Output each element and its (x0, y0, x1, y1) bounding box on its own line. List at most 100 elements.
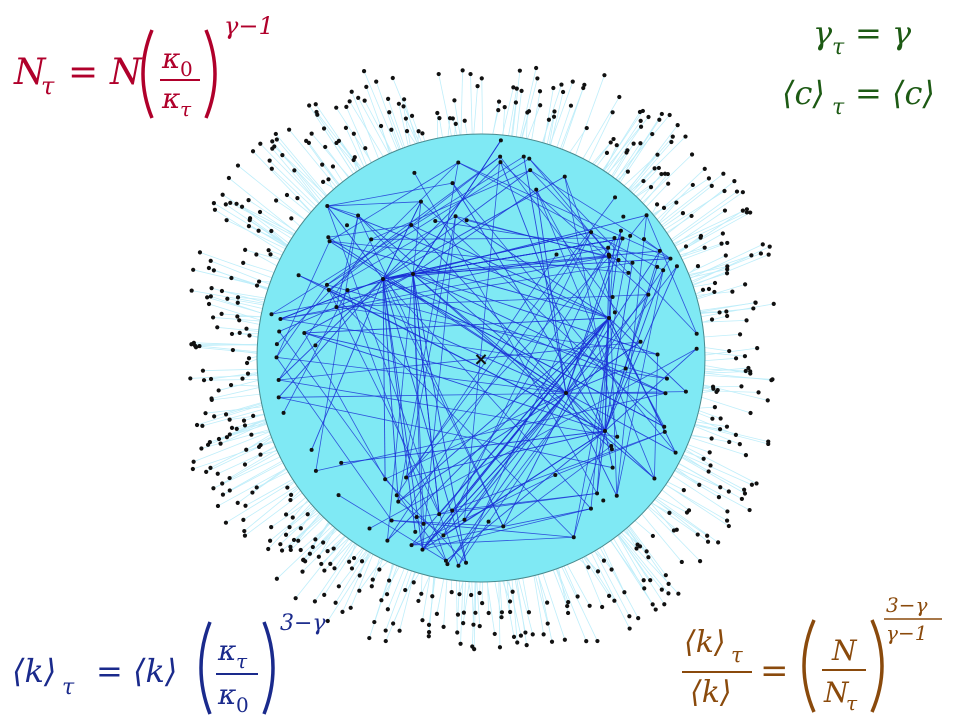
inner-node (626, 270, 631, 275)
outer-node (646, 114, 651, 120)
outer-node (640, 108, 645, 114)
outer-spoke (554, 563, 587, 642)
inner-node (269, 312, 274, 317)
outer-spoke (323, 539, 361, 596)
outer-node (309, 131, 314, 136)
outer-spoke (259, 211, 300, 239)
outer-node (549, 639, 555, 644)
inner-edge (280, 262, 633, 320)
outer-spoke (350, 548, 376, 608)
outer-spoke (579, 96, 620, 164)
inner-edge (382, 278, 467, 563)
inner-node (641, 237, 646, 242)
outer-spoke (498, 575, 501, 648)
outer-spoke (218, 378, 265, 391)
outer-spoke (422, 570, 432, 621)
outer-node (655, 152, 660, 157)
inner-node (616, 257, 621, 262)
outer-node (690, 182, 695, 188)
inner-edge (528, 158, 697, 335)
inner-edge (382, 278, 423, 550)
outer-node (258, 141, 263, 146)
outer-spoke (231, 419, 272, 429)
outer-node (256, 228, 261, 233)
outer-node (387, 110, 392, 115)
outer-node (319, 561, 324, 567)
outer-spoke (211, 393, 266, 401)
c-tau-rhs: = ⟨c⟩ (855, 74, 935, 112)
inner-node (309, 447, 314, 452)
outer-node (686, 508, 692, 513)
outer-node (609, 567, 614, 572)
outer-node (242, 533, 248, 538)
inner-node (498, 160, 503, 165)
outer-node (552, 109, 557, 114)
outer-node (755, 346, 760, 351)
outer-node (622, 590, 627, 595)
inner-edge (529, 169, 629, 274)
outer-node (707, 450, 712, 455)
inner-edge (382, 278, 592, 509)
ratio-right-paren (870, 619, 884, 713)
inner-edge (386, 273, 414, 541)
inner-node (339, 460, 344, 465)
outer-node (189, 342, 194, 347)
outer-spoke (659, 190, 725, 234)
outer-spoke (625, 520, 667, 576)
outer-node (710, 416, 715, 421)
inner-node (385, 538, 390, 543)
outer-node (634, 546, 639, 551)
outer-node (235, 500, 240, 505)
outer-spoke (455, 574, 458, 633)
inner-node (501, 524, 506, 529)
outer-node (197, 343, 202, 349)
inner-node (411, 272, 415, 276)
inner-edge (397, 162, 459, 502)
ratio-fden: N (823, 676, 850, 709)
inner-edge (405, 197, 616, 478)
outer-spoke (208, 267, 274, 292)
inner-node (453, 214, 458, 219)
outer-node (206, 301, 212, 307)
outer-node (614, 143, 619, 148)
outer-spoke (460, 575, 464, 644)
outer-node (595, 569, 601, 574)
outer-spoke (637, 154, 693, 208)
outer-node (727, 348, 732, 354)
outer-node (737, 332, 743, 337)
outer-spoke (660, 481, 728, 521)
outer-spoke (388, 112, 406, 154)
outer-node (363, 146, 368, 151)
outer-node (223, 412, 229, 417)
inner-node (668, 256, 673, 261)
outer-node (411, 580, 416, 585)
outer-spoke (564, 559, 590, 606)
outer-spoke (375, 81, 403, 155)
inner-node (274, 355, 279, 360)
inner-edge (607, 247, 618, 496)
inner-edge (523, 156, 567, 394)
outer-spoke (669, 467, 720, 498)
outer-node (449, 589, 454, 595)
outer-spoke (338, 140, 367, 174)
outer-node (235, 295, 241, 300)
outer-node (241, 260, 246, 265)
inner-edge (565, 368, 626, 394)
inner-edge (616, 270, 664, 496)
outer-spoke (624, 124, 678, 195)
outer-spoke (351, 91, 382, 165)
outer-spoke (368, 558, 397, 639)
gamma-tau-lhs-sub: τ (832, 35, 845, 60)
inner-edge (357, 215, 414, 275)
outer-spoke (260, 143, 324, 209)
outer-node (200, 423, 205, 428)
outer-node (727, 439, 732, 445)
outer-spoke (502, 574, 515, 637)
formula-ratio: ⟨k⟩ τ ⟨k⟩ = N N τ 3−γ γ−1 (682, 593, 942, 715)
inner-node (313, 468, 318, 473)
outer-spoke (471, 575, 476, 647)
outer-node (712, 280, 718, 286)
outer-node (511, 634, 517, 639)
outer-spoke (643, 502, 701, 562)
